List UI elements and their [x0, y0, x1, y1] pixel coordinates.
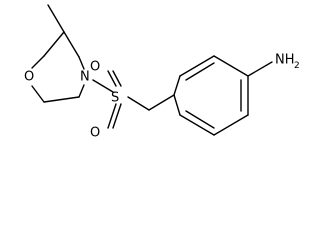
bond-c5-c6 [43, 96, 80, 103]
bond-ch2-ring [148, 94, 175, 111]
benzene-bond-2 [179, 55, 215, 77]
bond-n-s [92, 79, 114, 93]
amine-subscript-label: 2 [294, 61, 300, 71]
benzene-bond-6 [179, 114, 215, 136]
bond-s-ch2 [127, 96, 150, 111]
bond-n-c5 [78, 84, 85, 98]
benzene-bond-3 [213, 55, 249, 77]
bond-methyl [47, 4, 65, 33]
structure-canvas: O N S O O NH 2 [24, 4, 300, 141]
amine-label: NH 2 [275, 53, 300, 72]
bond-c2-ring [43, 31, 65, 57]
benzene-bond-1 [173, 75, 181, 96]
sulfonyl-group [92, 70, 175, 129]
ring-oxygen-label: O [24, 70, 34, 85]
molecule-drawing: O N S O O NH 2 [24, 4, 300, 141]
morpholine-ring [31, 4, 85, 103]
bond-s-o-bottom-b [112, 103, 122, 129]
bond-c2-c3 [63, 31, 80, 58]
bond-o-c2 [31, 55, 45, 69]
sulfonyl-oxygen-top-label: O [90, 60, 100, 75]
bond-ring-amine [247, 61, 273, 77]
bond-c3-n [78, 56, 85, 70]
bond-s-o-bottom-a [107, 103, 117, 129]
benzene-double-3 [185, 110, 215, 129]
sulfur-label: S [111, 91, 119, 106]
bond-s-o-top-b [112, 70, 122, 87]
benzene-double-1 [185, 62, 215, 81]
benzene-bond-5 [213, 114, 249, 136]
ring-nitrogen-label: N [80, 70, 90, 85]
amine-nh-label: NH [275, 53, 295, 68]
benzene-bond-7 [173, 94, 181, 116]
benzene-ring [173, 55, 273, 136]
bond-s-o-top-a [107, 70, 117, 87]
bond-c6-o [31, 85, 45, 103]
sulfonyl-oxygen-bottom-label: O [90, 126, 100, 141]
